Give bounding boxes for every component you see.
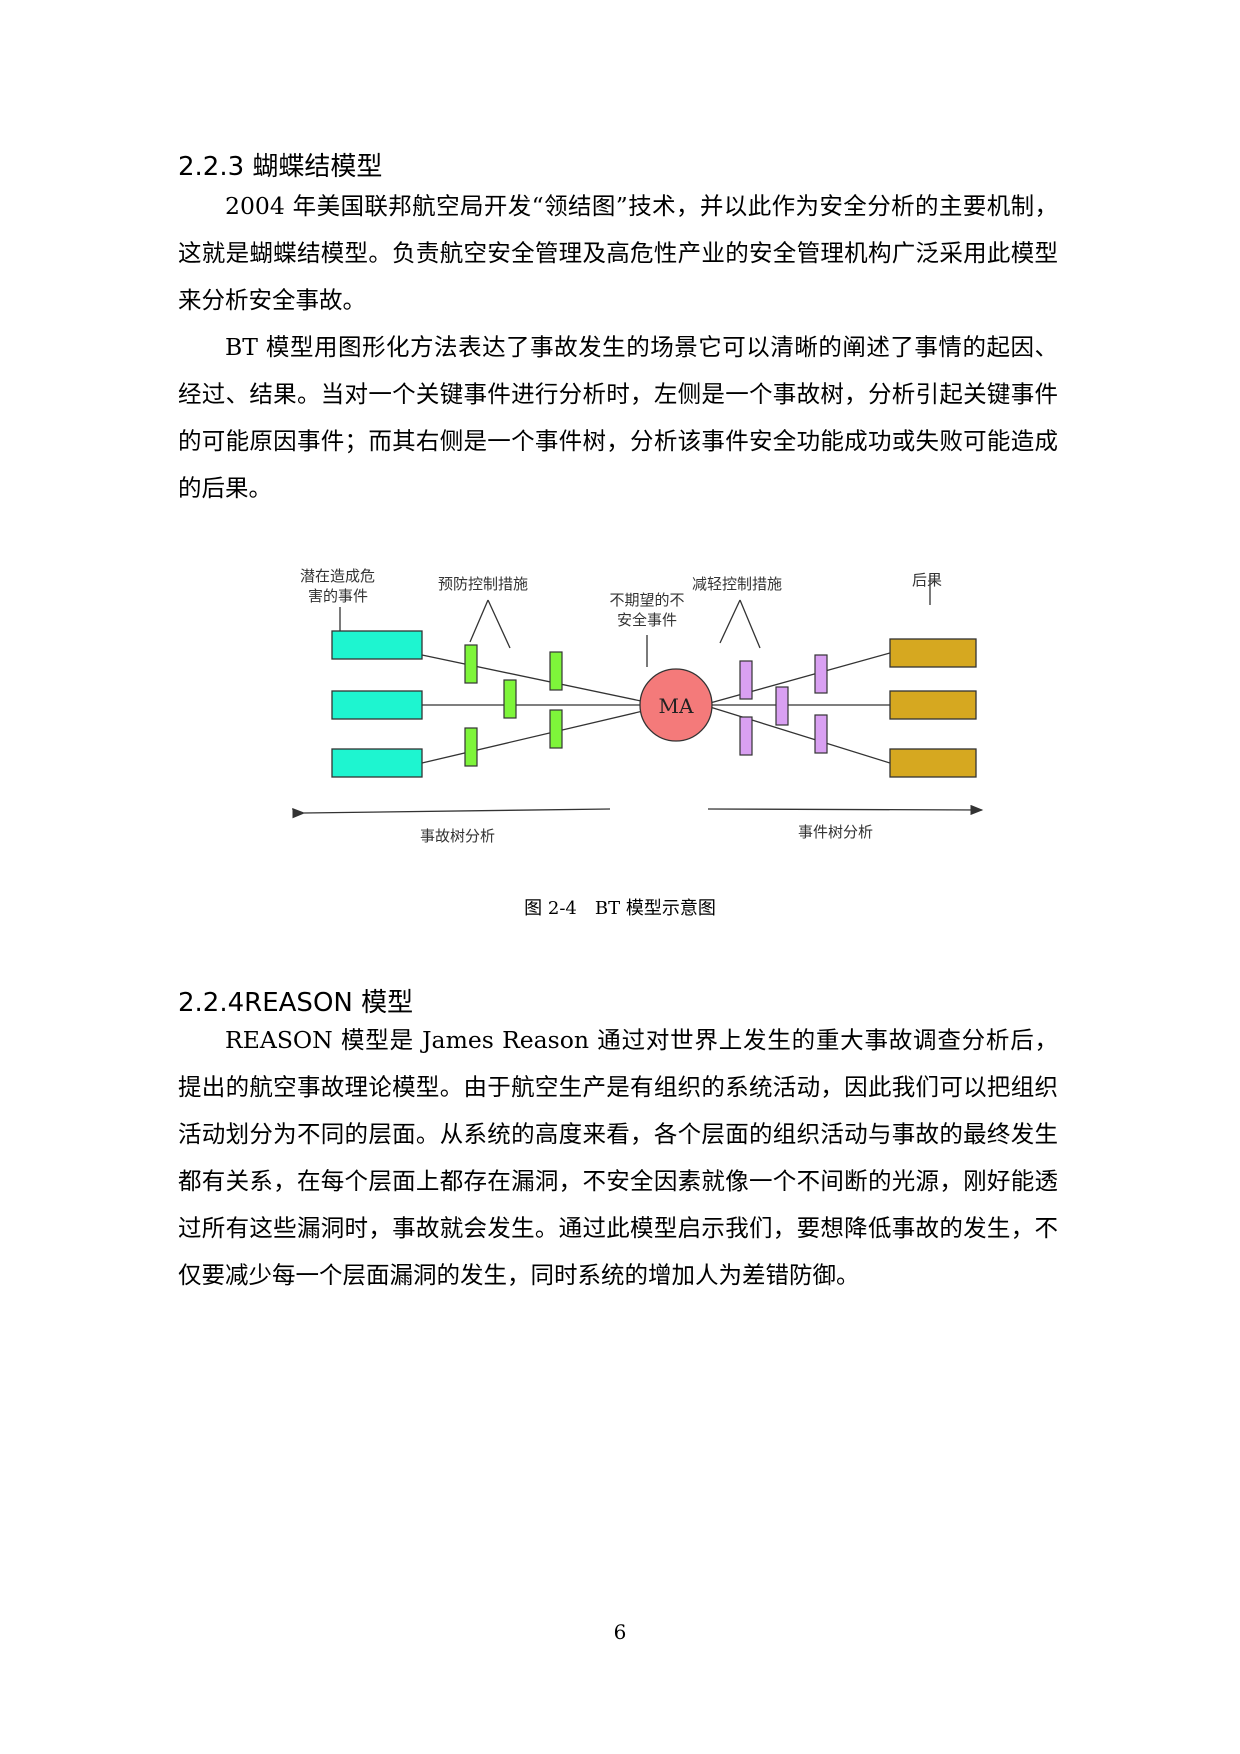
figure-caption: 图 2-4 BT 模型示意图 <box>524 898 716 919</box>
prevent-bar-4 <box>549 651 563 691</box>
label-unwanted-line2: 安全事件 <box>617 611 677 629</box>
prevent-bar-5 <box>549 709 563 749</box>
section-heading-bowtie: 2.2.3 蝴蝶结模型 <box>178 152 383 182</box>
prevent-bar-3 <box>503 679 517 719</box>
label-hazards-line2: 害的事件 <box>308 587 368 605</box>
mitigate-bar-1 <box>739 660 753 700</box>
event-tree-arrow <box>707 804 984 816</box>
hazard-box-2 <box>331 690 423 720</box>
paragraph-bt-description: BT 模型用图形化方法表达了事故发生的场景它可以清晰的阐述了事情的起因、经过、结… <box>178 333 1058 502</box>
paragraph-reason-model: REASON 模型是 James Reason 通过对世界上发生的重大事故调查分… <box>178 1026 1058 1289</box>
consequence-box-3 <box>889 748 977 778</box>
fault-tree-arrow <box>292 807 611 819</box>
page-number: 6 <box>613 1620 627 1644</box>
ma-event-circle <box>639 668 713 742</box>
ma-label: MA <box>659 694 694 718</box>
label-unwanted-line1: 不期望的不 <box>609 591 684 609</box>
label-fault-tree: 事故树分析 <box>420 827 495 845</box>
mitigate-bar-4 <box>814 654 828 694</box>
label-hazards-line1: 潜在造成危 <box>300 567 375 585</box>
bowtie-diagram: MA 潜在造成危 害的事件 预防控制措施 不期望的不 安全事件 减轻控制措施 后… <box>290 567 984 845</box>
label-prevent: 预防控制措施 <box>438 575 528 593</box>
hazard-box-1 <box>331 630 423 660</box>
consequence-box-2 <box>889 690 977 720</box>
label-mitigate: 减轻控制措施 <box>692 575 782 593</box>
prevent-bar-1 <box>464 644 478 684</box>
section-heading-reason: 2.2.4REASON 模型 <box>178 988 414 1018</box>
prevent-bar-2 <box>464 727 478 767</box>
paragraph-bowtie-intro: 2004 年美国联邦航空局开发“领结图”技术，并以此作为安全分析的主要机制，这就… <box>178 192 1058 314</box>
label-consequence: 后果 <box>912 571 942 589</box>
label-event-tree: 事件树分析 <box>798 823 873 841</box>
mitigate-bar-2 <box>739 716 753 756</box>
mitigate-bar-5 <box>814 714 828 754</box>
mitigate-bar-3 <box>775 686 789 726</box>
hazard-box-3 <box>331 748 423 778</box>
consequence-box-1 <box>889 638 977 668</box>
